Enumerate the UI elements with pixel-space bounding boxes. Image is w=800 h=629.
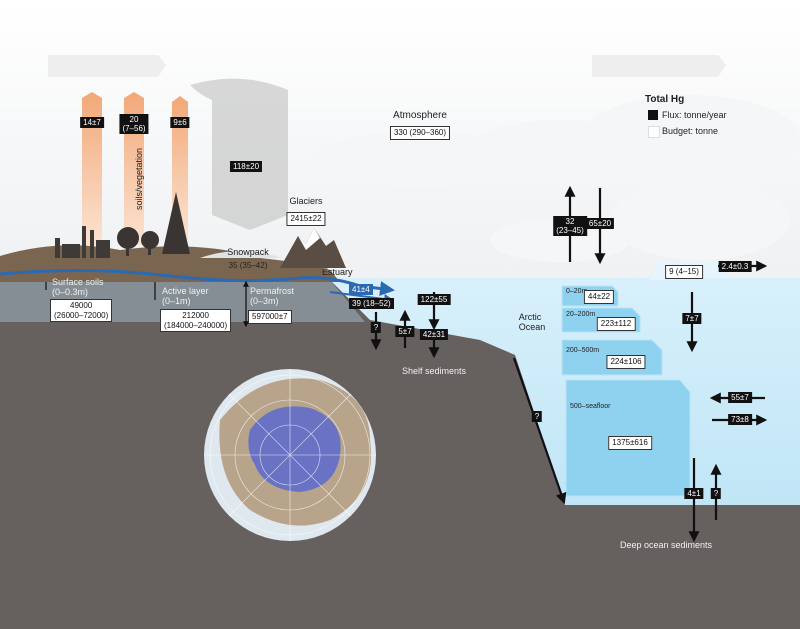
permafrost-depth: (0–3m) — [250, 296, 279, 306]
plume-1 — [82, 92, 102, 245]
atmosphere-budget: 330 (290–360) — [389, 126, 451, 140]
legend-flux-label: Flux: tonne/year — [662, 110, 727, 120]
clouds — [310, 95, 800, 262]
ocean-evasion-flux-value: 32 — [565, 217, 575, 226]
active-layer-budget: 212000(184000–240000) — [160, 309, 232, 333]
surface-soils-budget-value: 49000 — [70, 301, 93, 310]
deep-burial-flux: 4±1 — [684, 488, 704, 500]
ocean-import-flux: 55±7 — [728, 392, 752, 404]
layer3-label: 200–500m — [566, 347, 600, 354]
layer1-label: 0–20m — [566, 288, 588, 295]
deep-unknown-flux: ? — [710, 488, 722, 500]
deposition-flux: 118±20 — [229, 161, 263, 173]
banner-arrow-right — [592, 55, 726, 77]
emission-flux-1: 14±7 — [80, 117, 104, 129]
deposition-arrow — [190, 78, 288, 230]
layer4-budget: 1375±616 — [608, 436, 652, 450]
river-flux-2: 39 (18–52) — [349, 298, 394, 310]
ocean-evasion-flux-range: (23–45) — [556, 226, 584, 236]
shelf-down-sed-flux: 42±31 — [419, 329, 449, 341]
layer1-budget: 44±22 — [583, 290, 615, 304]
estuary-label: Estuary — [322, 267, 353, 277]
layer3-budget: 224±106 — [606, 355, 646, 369]
ocean-deposition-flux: 65±20 — [585, 218, 615, 230]
surface-soils-budget: 49000(26000–72000) — [50, 299, 113, 323]
snowpack-budget: 35 (35–42) — [228, 261, 268, 270]
mid-ocean-flux: 7±7 — [682, 313, 702, 325]
river-flux-1: 41±4 — [349, 284, 373, 296]
deep-ocean-sediments-label: Deep ocean sediments — [619, 540, 713, 550]
layer2-label: 20–200m — [566, 311, 596, 318]
emission-flux-3: 9±6 — [170, 117, 190, 129]
mountain — [280, 228, 346, 268]
shelf-sediments-label: Shelf sediments — [401, 366, 467, 376]
emission-flux-2-range: (7–56) — [122, 124, 146, 134]
arctic-ocean-label-line2: Ocean — [518, 322, 546, 333]
legend-flux-swatch — [648, 110, 658, 120]
shelf-down-water-flux: 122±55 — [417, 294, 451, 306]
legend-budget-swatch — [648, 126, 660, 138]
active-layer-budget-range: (184000–240000) — [164, 320, 228, 330]
legend-budget-label: Budget: tonne — [662, 126, 719, 136]
layer4-label: 500–seafloor — [570, 403, 611, 410]
surface-soils-depth: (0–0.3m) — [52, 287, 89, 297]
polar-map — [204, 369, 376, 541]
layer2-budget: 223±112 — [596, 317, 636, 331]
emission-flux-2: 20(7–56) — [119, 114, 149, 135]
legend-title: Total Hg — [645, 94, 685, 105]
shelf-up-flux: 5±7 — [395, 326, 415, 338]
glacier-cap — [298, 228, 320, 250]
shelf-unknown-flux: ? — [370, 322, 382, 334]
banner-arrow-left — [48, 55, 166, 77]
glaciers-budget: 2415±22 — [286, 212, 326, 226]
permafrost-budget: 597000±7 — [248, 310, 292, 324]
river — [0, 268, 395, 296]
ocean-export-flux: 73±8 — [728, 414, 752, 426]
active-layer-label: Active layer — [162, 286, 209, 296]
surface-soils-budget-range: (26000–72000) — [54, 310, 109, 320]
active-layer-depth: (0–1m) — [162, 296, 191, 306]
slope-unknown-flux: ? — [531, 411, 543, 423]
sea-ice-budget: 9 (4–15) — [665, 265, 703, 279]
ground — [0, 280, 800, 629]
permafrost-label: Permafrost — [250, 286, 295, 296]
active-layer-budget-value: 212000 — [182, 311, 209, 320]
snowpack-label: Snowpack — [227, 247, 269, 257]
soil-vegetation-label: soils/vegetation — [134, 147, 144, 210]
surface-soils-label: Surface soils — [52, 277, 104, 287]
ocean-evasion-flux: 32(23–45) — [553, 216, 587, 237]
snowpack-shape — [200, 251, 282, 258]
sea-ice-flux: 2.4±0.3 — [718, 261, 752, 273]
trees-icon — [117, 192, 190, 256]
emission-flux-2-value: 20 — [129, 115, 139, 124]
industry-icon — [55, 226, 110, 258]
glaciers-label: Glaciers — [289, 196, 323, 206]
atmosphere-label: Atmosphere — [393, 110, 447, 121]
arctic-ocean-label-line1: Arctic — [518, 312, 542, 322]
